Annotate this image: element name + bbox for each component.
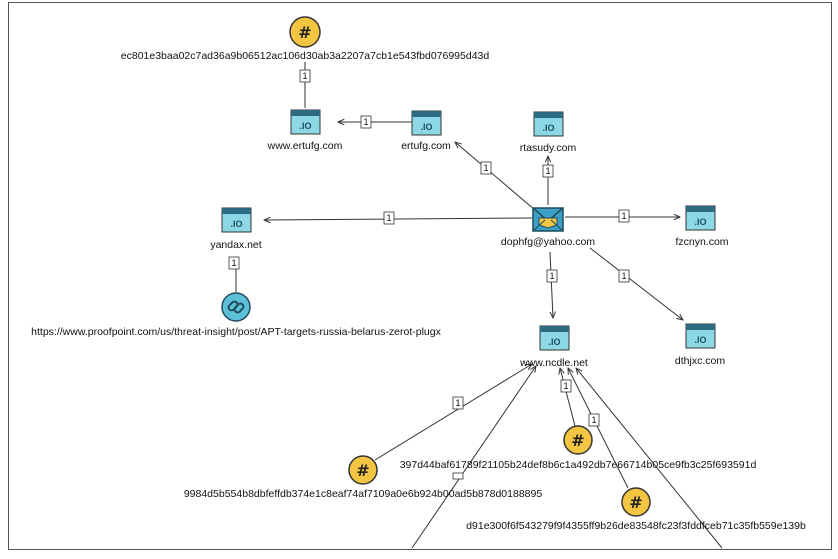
- node-label: fzcnyn.com: [675, 236, 728, 248]
- node-label: 397d44baf61789f21105b24def8b6c1a492db7e6…: [400, 459, 757, 471]
- node-hash-397d44[interactable]: # 397d44baf61789f21105b24def8b6c1a492db7…: [400, 425, 757, 471]
- edge-count-labels: 1 1 1 1 1 1 1 1 1 1 1 1: [228, 69, 630, 480]
- node-www-ncdle-net[interactable]: .IO www.ncdle.net: [519, 325, 588, 369]
- edge-email-to-dthjxc[interactable]: [589, 247, 683, 320]
- node-hash-9984d5[interactable]: # 9984d5b554b8dbfeffdb374e1c8eaf74af7109…: [184, 455, 543, 500]
- edge-hash998-to-ncdle[interactable]: [374, 364, 532, 461]
- edges: [236, 62, 723, 549]
- node-dthjxc-com[interactable]: .IO dthjxc.com: [675, 323, 725, 367]
- edge-count-badge: 1: [618, 209, 630, 223]
- edge-count-badge: 1: [546, 269, 558, 283]
- hash-icon: #: [348, 455, 378, 485]
- svg-text:.IO: .IO: [694, 335, 706, 345]
- domain-icon: .IO: [221, 207, 252, 233]
- node-label: https://www.proofpoint.com/us/threat-ins…: [31, 326, 441, 338]
- svg-text:1: 1: [363, 117, 368, 127]
- edge-hashd91-to-ncdle[interactable]: [568, 368, 629, 489]
- node-label: 9984d5b554b8dbfeffdb374e1c8eaf74af7109a0…: [184, 488, 543, 500]
- node-label: www.ertufg.com: [267, 140, 343, 152]
- svg-text:.IO: .IO: [299, 121, 311, 131]
- node-label: rtasudy.com: [520, 142, 577, 154]
- edge-email-to-yandax[interactable]: [264, 218, 533, 220]
- svg-text:1: 1: [302, 71, 307, 81]
- email-icon: [532, 207, 564, 232]
- hash-icon: #: [563, 425, 593, 455]
- domain-icon: .IO: [685, 205, 716, 231]
- edge-offscreen-b-to-ncdle[interactable]: [576, 368, 723, 549]
- node-url-proofpoint[interactable]: https://www.proofpoint.com/us/threat-ins…: [31, 292, 442, 338]
- edge-count-badge: 1: [228, 256, 240, 270]
- domain-icon: .IO: [539, 325, 570, 351]
- svg-text:1: 1: [386, 213, 391, 223]
- edge-email-to-ertufg[interactable]: [455, 142, 536, 211]
- svg-text:#: #: [571, 431, 584, 450]
- svg-text:1: 1: [231, 258, 236, 268]
- edge-count-badge: 1: [588, 413, 600, 427]
- node-label: ec801e3baa02c7ad36a9b06512ac106d30ab3a22…: [121, 50, 490, 62]
- hash-icon: #: [289, 16, 321, 48]
- edge-offscreen-a-to-ncdle[interactable]: [411, 366, 536, 549]
- edge-count-badge: 1: [480, 161, 492, 175]
- domain-icon: .IO: [290, 109, 321, 135]
- edge-count-badge: 1: [299, 69, 311, 83]
- node-label: dthjxc.com: [675, 355, 725, 367]
- edge-count-badge: 1: [383, 211, 395, 225]
- svg-text:1: 1: [621, 271, 626, 281]
- svg-text:.IO: .IO: [542, 123, 554, 133]
- hash-icon: #: [621, 487, 651, 517]
- node-label: yandax.net: [210, 239, 261, 251]
- edge-count-badge: 1: [560, 379, 572, 393]
- svg-text:#: #: [629, 493, 642, 512]
- svg-text:1: 1: [591, 415, 596, 425]
- domain-icon: .IO: [685, 323, 716, 349]
- svg-text:1: 1: [455, 398, 460, 408]
- domain-icon: .IO: [411, 110, 442, 136]
- node-label: d91e300f6f543279f9f4355ff9b26de83548fc23…: [466, 520, 806, 532]
- node-label: www.ncdle.net: [519, 357, 588, 369]
- node-rtasudy-com[interactable]: .IO rtasudy.com: [520, 111, 577, 154]
- node-label: ertufg.com: [401, 140, 451, 152]
- node-hash-ec801e[interactable]: # ec801e3baa02c7ad36a9b06512ac106d30ab3a…: [121, 16, 490, 62]
- svg-text:#: #: [356, 461, 369, 480]
- svg-text:.IO: .IO: [230, 219, 242, 229]
- svg-text:1: 1: [483, 163, 488, 173]
- svg-text:.IO: .IO: [420, 122, 432, 132]
- node-fzcnyn-com[interactable]: .IO fzcnyn.com: [675, 205, 729, 248]
- node-label: dophfg@yahoo.com: [501, 236, 595, 248]
- svg-text:#: #: [298, 23, 311, 42]
- edge-count-badge: 1: [618, 269, 630, 283]
- svg-text:.IO: .IO: [694, 217, 706, 227]
- edge-hash397-to-ncdle[interactable]: [560, 368, 576, 427]
- svg-text:.IO: .IO: [548, 337, 560, 347]
- svg-text:1: 1: [549, 271, 554, 281]
- edge-email-to-ncdle[interactable]: [550, 251, 553, 318]
- node-yandax-net[interactable]: .IO yandax.net: [210, 207, 262, 251]
- svg-text:1: 1: [563, 381, 568, 391]
- node-www-ertufg-com[interactable]: .IO www.ertufg.com: [267, 109, 343, 152]
- edge-count-badge-partial: [452, 472, 464, 480]
- edge-count-badge: 1: [452, 396, 464, 410]
- edge-count-badge: 1: [542, 164, 554, 178]
- node-hash-d91e30[interactable]: # d91e300f6f543279f9f4355ff9b26de83548fc…: [466, 487, 806, 532]
- node-email-dophfg[interactable]: dophfg@yahoo.com: [501, 207, 595, 248]
- svg-text:1: 1: [545, 166, 550, 176]
- svg-text:1: 1: [621, 211, 626, 221]
- domain-icon: .IO: [533, 111, 564, 137]
- node-ertufg-com[interactable]: .IO ertufg.com: [401, 110, 451, 152]
- edge-count-badge: 1: [360, 115, 372, 129]
- link-icon: [221, 292, 251, 322]
